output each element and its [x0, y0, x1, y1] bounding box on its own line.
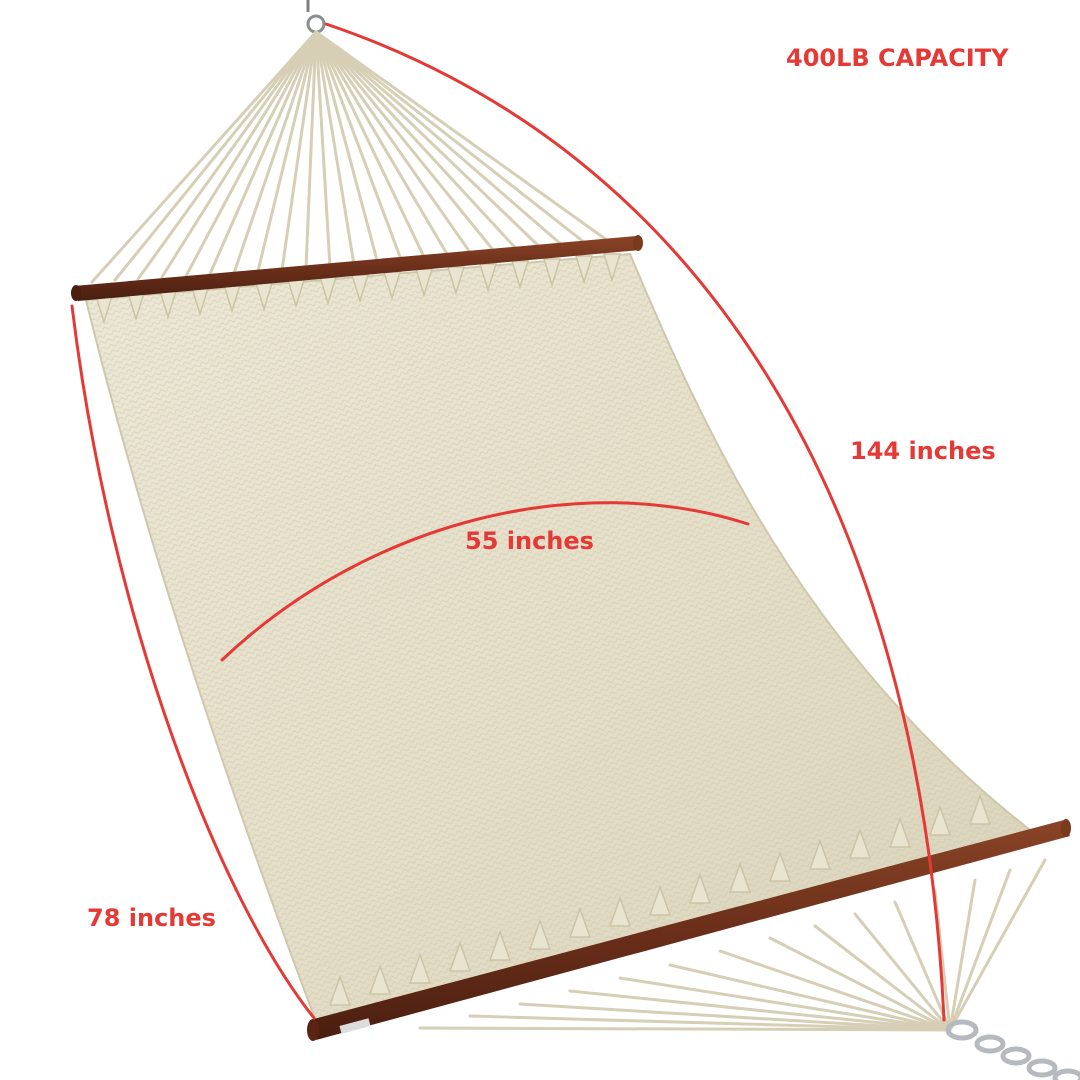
length-78-line: [70, 304, 316, 1020]
length-label: 144 inches: [850, 437, 996, 465]
bottom-spreader-bar: [307, 819, 1071, 1041]
width-55-line: [220, 501, 750, 662]
length-144-line: [324, 22, 946, 1022]
measurement-lines: [70, 22, 946, 1022]
bed-length-label: 78 inches: [87, 904, 216, 932]
bottom-rope-fan: [418, 858, 1047, 1032]
top-hook: [306, 0, 326, 34]
capacity-label: 400LB CAPACITY: [786, 44, 1009, 72]
top-spreader-bar: [71, 235, 643, 301]
width-label: 55 inches: [465, 527, 594, 555]
bottom-chain: [945, 1019, 1080, 1080]
top-rope-fan: [90, 30, 620, 284]
bottom-fringe: [328, 793, 992, 1006]
